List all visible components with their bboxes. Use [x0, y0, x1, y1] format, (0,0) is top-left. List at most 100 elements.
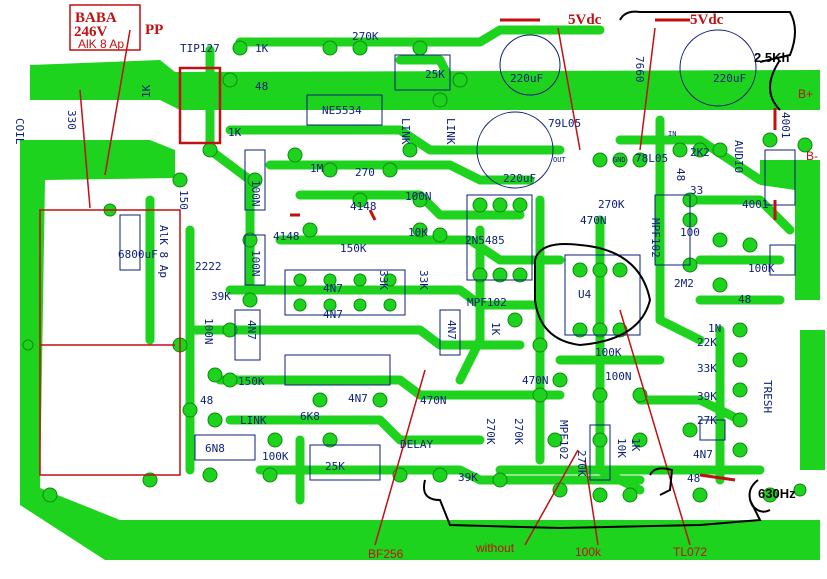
label-33k: 33K [377, 270, 390, 290]
tip127-outline [178, 66, 222, 145]
label-4148-a: 4148 [350, 200, 377, 213]
copper-layer [20, 60, 825, 560]
label-bf256: BF256 [368, 547, 404, 561]
label-1k-tip: 1K [140, 84, 153, 98]
label-220uf-c: 220uF [503, 172, 536, 185]
label-4n7-a: 4N7 [323, 282, 343, 295]
label-100k-right: 100K [748, 262, 775, 275]
label-470n-b: 470N [420, 394, 447, 407]
label-4148-b: 4148 [273, 230, 300, 243]
label-1k-mid: 1K [489, 322, 502, 336]
label-link-low: LINK [240, 414, 267, 427]
label-1k-low: 1K [629, 438, 642, 452]
label-33k-b: 33K [417, 270, 430, 290]
label-gnd: GND [613, 156, 626, 164]
label-1k-top: 1K [255, 42, 269, 55]
label-48-right-low: 48 [674, 168, 687, 181]
label-246v: 246V [74, 24, 108, 40]
label-100-right: 100 [680, 226, 700, 239]
label-2m2: 2M2 [674, 277, 694, 290]
label-ne5534: NE5534 [322, 104, 362, 117]
label-2222: 2222 [195, 260, 222, 273]
label-4n7-d: 4N7 [245, 320, 258, 340]
label-out: OUT [553, 156, 566, 164]
baba-box [69, 4, 141, 51]
label-48-bottom: 48 [687, 472, 700, 485]
label-39k-low: 39K [458, 471, 478, 484]
label-6k8: 6K8 [300, 410, 320, 423]
label-470n-c: 470N [522, 374, 549, 387]
label-48-top: 48 [255, 80, 268, 93]
label-without: without [475, 541, 515, 555]
label-150k-mid: 150K [340, 242, 367, 255]
label-100k: 100k [575, 545, 602, 559]
silk-layer [119, 29, 796, 481]
label-270k-top: 270K [352, 30, 379, 43]
label-150k-low: 150K [238, 375, 265, 388]
label-5vdc-right: 5Vdc [690, 12, 724, 28]
label-1k-left: 1K [228, 126, 242, 139]
label-100n-left: 100N [249, 250, 262, 277]
label-270k-u: 270K [598, 198, 625, 211]
label-48-mid: 48 [200, 394, 213, 407]
label-7660: 7660 [633, 56, 646, 83]
label-4n7-b: 4N7 [323, 308, 343, 321]
label-22k: 22K [697, 336, 717, 349]
label-delay: DELAY [400, 438, 433, 451]
silk-labels: 1K 270K 48 NE5534 25K 1K 1M 270 100N 414… [13, 30, 792, 485]
label-33-right: 33 [690, 184, 703, 197]
label-330: 330 [65, 110, 78, 130]
label-mpf102-c: MPF102 [649, 218, 662, 258]
label-78l05: 78L05 [635, 152, 668, 165]
red-annotations [39, 4, 777, 546]
label-25k-low: 25K [325, 460, 345, 473]
label-220uf-b: 220uF [713, 72, 746, 85]
label-100n-b: 100N [249, 180, 262, 207]
label-100n-mid: 100N [605, 370, 632, 383]
label-27k: 27K [697, 414, 717, 427]
label-pp: PP [145, 22, 163, 38]
label-audio: AUDIO [732, 140, 745, 173]
label-630hz: 630Hz [758, 486, 796, 501]
label-link-a: LINK [399, 118, 412, 145]
cap-6800-outline [39, 209, 181, 476]
label-10k-mid: 10K [408, 226, 428, 239]
label-4001-b: 4001 [779, 112, 792, 139]
label-6800uf: 6800uF [118, 248, 158, 261]
label-baba-sub: AlK 8 Ap [78, 37, 124, 51]
label-270k-low2: 270K [512, 418, 525, 445]
label-270: 270 [355, 166, 375, 179]
label-79l05: 79L05 [548, 117, 581, 130]
label-1n: 1N [708, 322, 721, 335]
label-mpf102-b: MPF102 [557, 420, 570, 460]
label-33k-right: 33K [697, 362, 717, 375]
label-tip127: TIP127 [180, 42, 220, 55]
label-48-right: 48 [738, 293, 751, 306]
label-150: 150 [177, 190, 190, 210]
label-25k-top: 25K [425, 68, 445, 81]
label-in: IN [668, 130, 676, 138]
label-220uf-a: 220uF [510, 72, 543, 85]
label-470n-a: 470N [580, 214, 607, 227]
label-baba: BABA [75, 10, 117, 26]
label-100n-c: 100N [202, 318, 215, 345]
label-1m: 1M [310, 162, 324, 175]
label-2-5kh: 2.5Kh [754, 50, 789, 65]
label-270k-mid2: 270K [575, 450, 588, 477]
label-10k-low: 10K [615, 438, 628, 458]
label-4n7-right: 4N7 [693, 448, 713, 461]
label-270k-low: 270K [484, 418, 497, 445]
label-100k-mid: 100K [595, 346, 622, 359]
label-39k-left: 39K [211, 290, 231, 303]
label-4001-a: 4001 [742, 198, 769, 211]
label-b-minus: B- [806, 149, 818, 163]
annotation-labels: BABA 246V AlK 8 Ap PP 5Vdc 5Vdc 2.5Kh 63… [74, 10, 818, 561]
label-tresh: TRESH [761, 380, 774, 413]
label-tl072: TL072 [673, 545, 707, 559]
label-2n5485: 2N5485 [465, 234, 505, 247]
label-39k-right: 39K [697, 390, 717, 403]
label-b-plus: B+ [798, 87, 813, 101]
label-4n7-e: 4N7 [445, 320, 458, 340]
label-4n7-c: 4N7 [348, 392, 368, 405]
